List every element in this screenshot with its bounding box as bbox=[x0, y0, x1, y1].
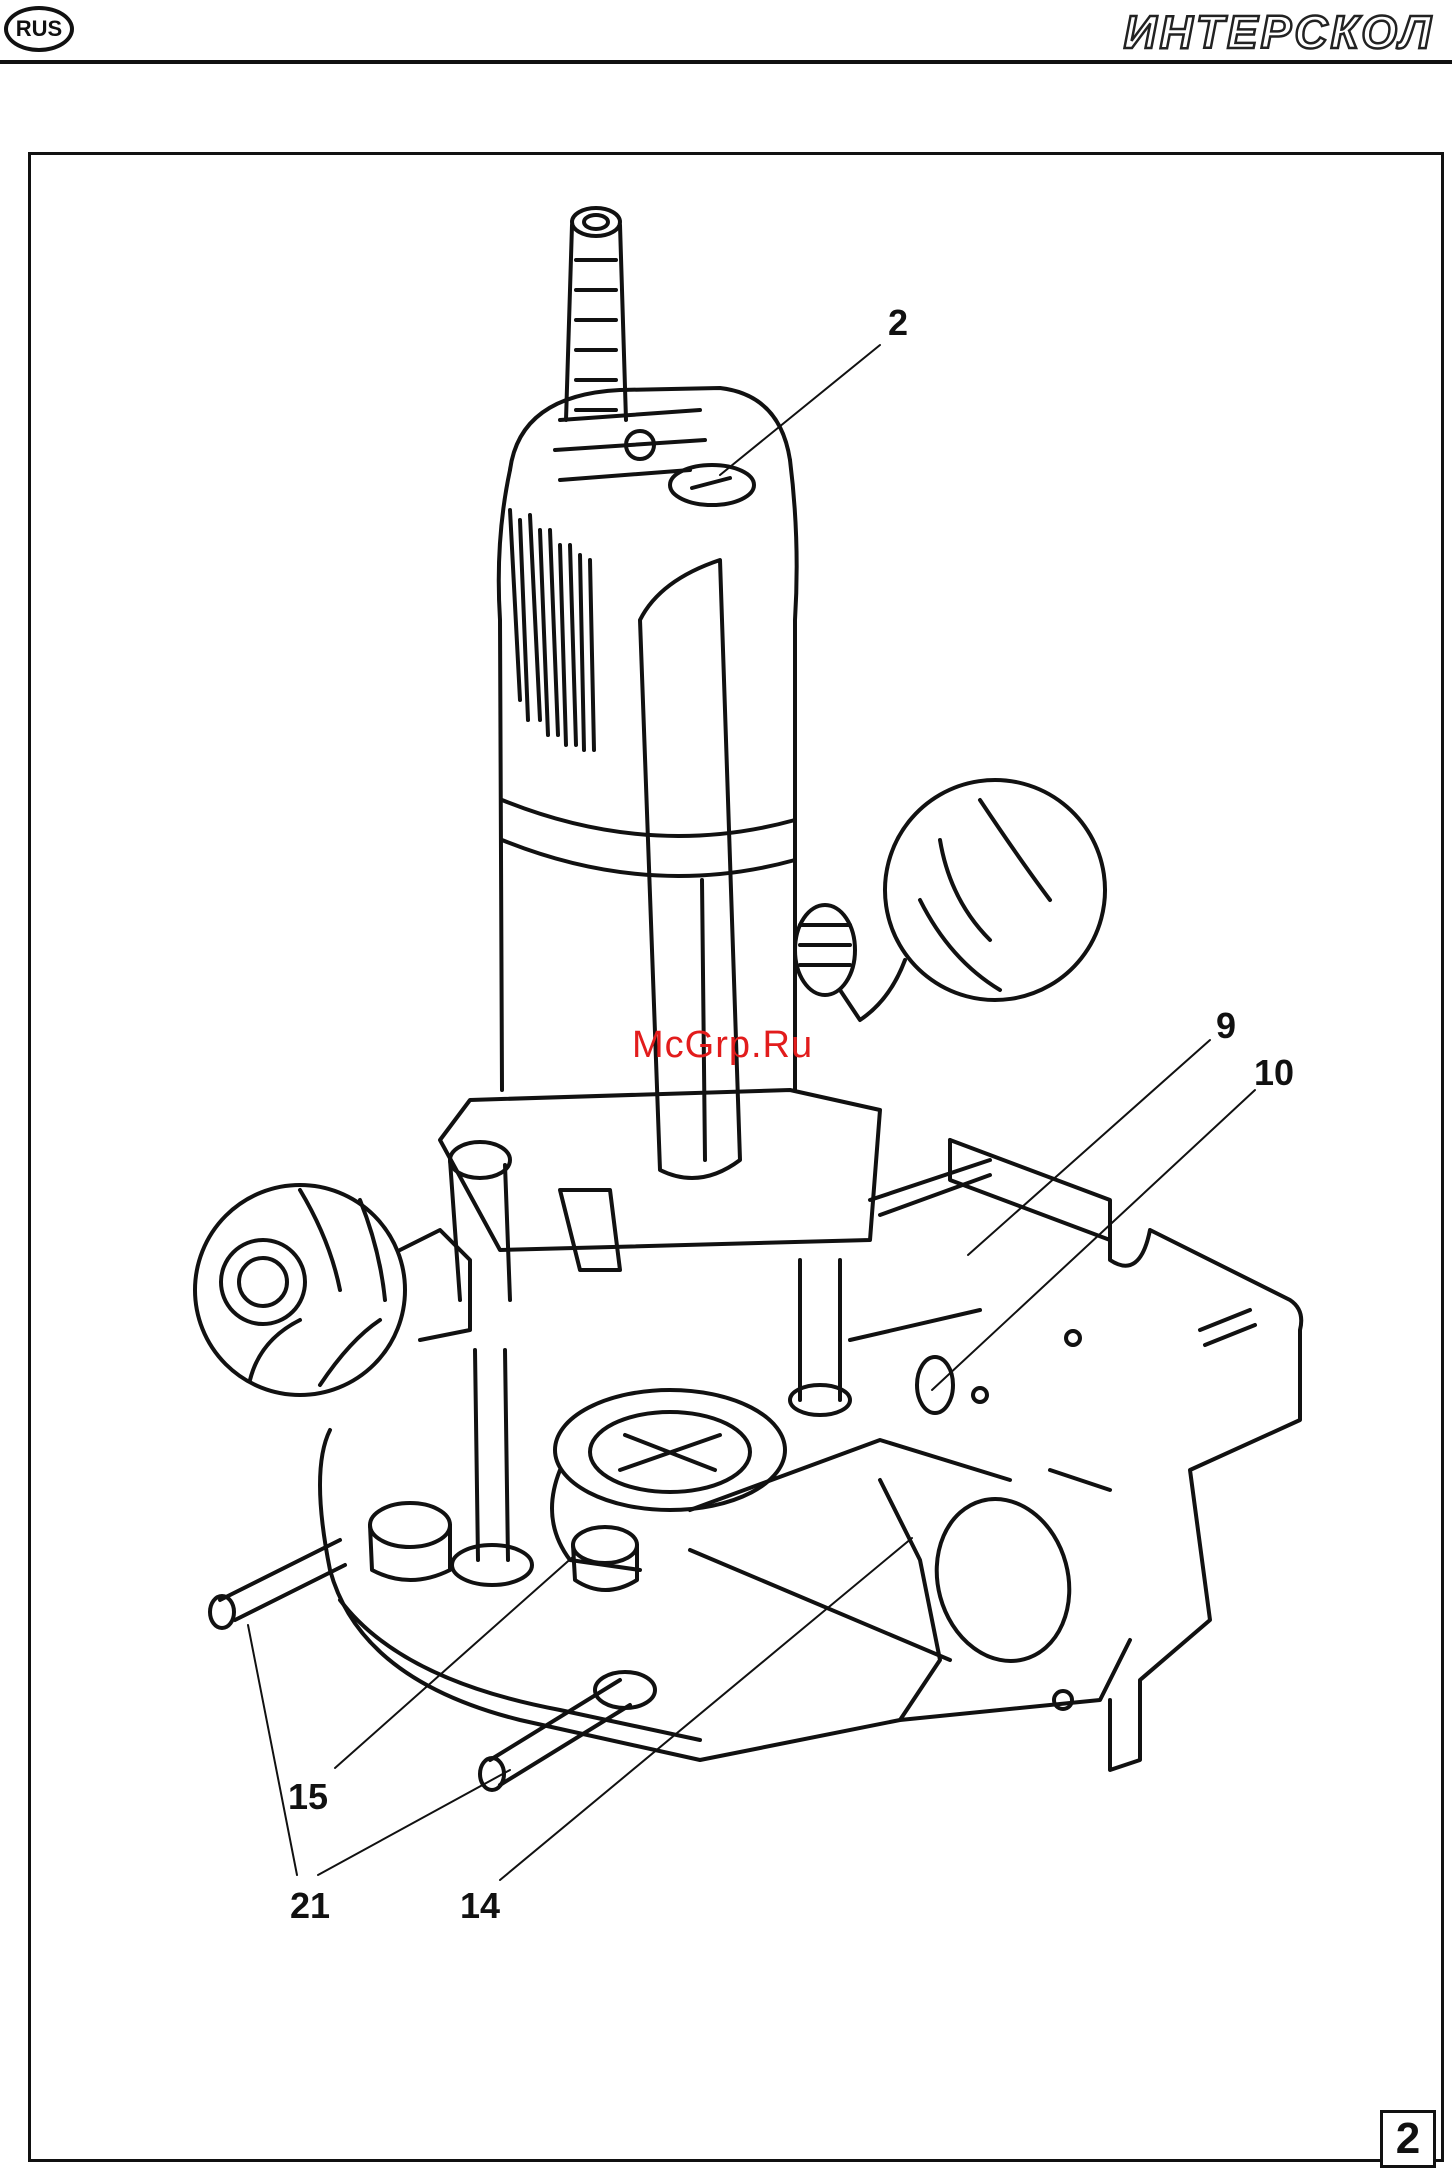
callout-10: 10 bbox=[1254, 1052, 1294, 1094]
callout-14: 14 bbox=[460, 1885, 500, 1927]
watermark: McGrp.Ru bbox=[632, 1024, 813, 1067]
left-handle bbox=[195, 1185, 470, 1395]
parallel-guide bbox=[850, 1140, 1301, 1770]
callout-21: 21 bbox=[290, 1885, 330, 1927]
callout-15: 15 bbox=[288, 1776, 328, 1818]
leader-lines bbox=[248, 345, 1255, 1880]
right-handle bbox=[795, 740, 1145, 1041]
page-number: 2 bbox=[1380, 2110, 1436, 2168]
callout-2: 2 bbox=[888, 302, 908, 344]
motor-housing bbox=[499, 460, 797, 1178]
motor-cap bbox=[510, 388, 790, 505]
callout-9: 9 bbox=[1216, 1005, 1236, 1047]
